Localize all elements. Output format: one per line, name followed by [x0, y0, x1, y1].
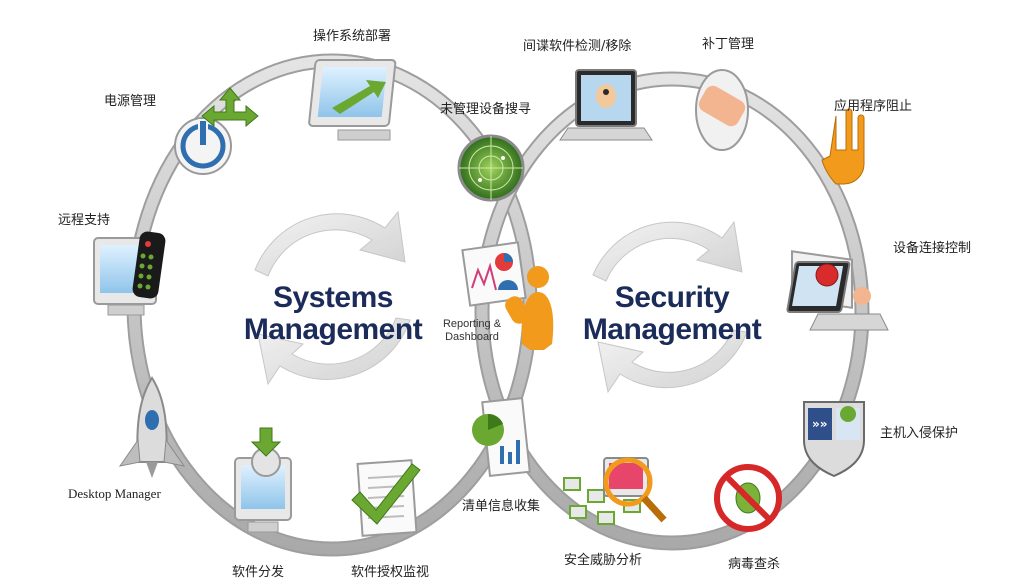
- systems-management-title: Systems Management: [228, 282, 438, 346]
- security-title-line1: Security: [614, 281, 730, 314]
- radar-icon: [457, 134, 525, 202]
- label-device-connection-control: 设备连接控制: [893, 241, 972, 256]
- remote-support-icon: [93, 231, 166, 316]
- reporting-label-line2: Dashboard: [445, 331, 499, 343]
- label-desktop-manager: Desktop Manager: [68, 486, 161, 501]
- right-ring: [474, 71, 870, 551]
- patch-cd-icon: [695, 69, 749, 151]
- svg-text:»»: »»: [812, 417, 828, 431]
- label-power-management: 电源管理: [104, 94, 157, 109]
- label-software-distribution: 软件分发: [232, 565, 285, 580]
- label-security-threat-analysis: 安全威胁分析: [564, 553, 643, 568]
- move-arrows-icon: [201, 87, 259, 128]
- reporting-label-line1: Reporting &: [442, 318, 502, 330]
- software-distribution-icon: [234, 427, 292, 533]
- label-os-deploy: 操作系统部署: [313, 29, 392, 44]
- threat-analysis-icon: [563, 457, 667, 525]
- os-deploy-icon: [308, 59, 397, 141]
- power-icon: [174, 117, 232, 175]
- security-management-title: Security Management: [566, 282, 778, 346]
- systems-title-line2: Management: [243, 313, 423, 346]
- systems-title-line1: Systems: [273, 281, 393, 314]
- license-check-icon: [351, 459, 421, 537]
- rocket-icon: [118, 376, 186, 478]
- security-title-line2: Management: [582, 313, 762, 346]
- label-software-license-monitoring: 软件授权监视: [351, 565, 430, 580]
- antivirus-icon: [714, 464, 782, 532]
- spyware-laptop-icon: [559, 69, 653, 141]
- label-patch-management: 补丁管理: [702, 37, 755, 52]
- shield-icon: »»: [803, 401, 865, 478]
- device-control-icon: [786, 261, 889, 331]
- left-cycle-arrows: [254, 210, 411, 386]
- label-inventory-collection: 清单信息收集: [462, 499, 541, 514]
- label-remote-support: 远程支持: [58, 213, 111, 228]
- label-spyware-detection-removal: 间谍软件检测/移除: [523, 39, 632, 54]
- right-cycle-arrows: [592, 220, 748, 394]
- reporting-dashboard-label: Reporting & Dashboard: [432, 318, 512, 344]
- label-antivirus: 病毒查杀: [728, 557, 781, 572]
- dashboard-icon: [461, 241, 554, 350]
- label-unmanaged-device-search: 未管理设备搜寻: [440, 102, 532, 117]
- label-host-intrusion-protection: 主机入侵保护: [880, 426, 959, 441]
- inventory-report-icon: [472, 397, 531, 477]
- label-application-blocking: 应用程序阻止: [834, 99, 913, 114]
